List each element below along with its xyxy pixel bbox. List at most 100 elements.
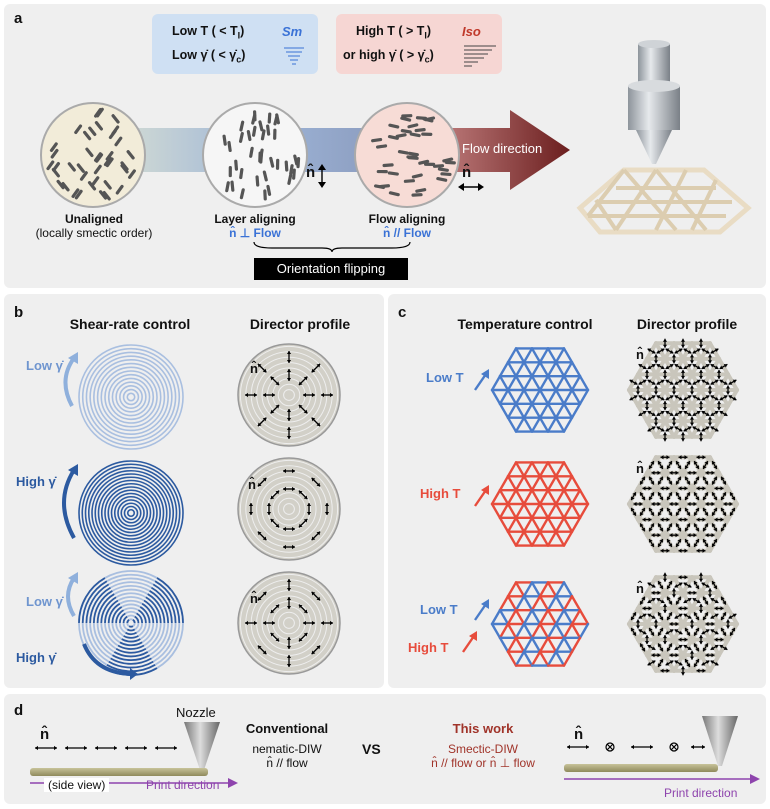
arrow-head [638,615,643,619]
arrow-head [680,438,686,442]
arrow-head [657,590,661,595]
arrow-head [668,600,673,605]
arrow-head [635,385,641,389]
arrow-head [648,465,653,469]
shear-arrow-3 [66,572,78,618]
arrow-head [689,385,695,389]
arrow-head [693,501,697,507]
arrow-head [298,637,303,642]
arrow-head [639,643,644,648]
spiral-arc [122,622,128,631]
lattice-edge [554,650,566,667]
spiral-arc [111,606,123,624]
director-symbol-d2: n̂ [574,726,584,743]
arrow-head [705,381,710,385]
arrow-head [678,582,683,587]
arrow-head [671,588,677,592]
lattice-edge [562,488,574,506]
disk-ring [277,497,301,521]
arrow-head [644,375,650,379]
lattice-edge [562,622,574,640]
arrow-head [303,376,308,381]
spiral-arc [137,622,147,637]
arrow-head [669,660,674,665]
arrow-head [666,486,670,491]
lattice-edge [554,388,566,406]
arrow-head [714,348,719,353]
arrow-head [698,407,704,411]
molecule [50,148,59,159]
spiral-arc [110,657,152,665]
arrow-head [686,663,691,667]
arrow-head [641,647,646,652]
arrow-head [669,533,673,538]
arrow-head [311,591,316,596]
arrow-head [678,410,683,415]
spiral-arc [152,583,177,624]
arrow-head [702,517,706,522]
lattice-edge [530,347,542,364]
arrow-head [648,496,653,501]
arrow-head [705,533,709,538]
arrow-head [689,354,695,358]
molecule [284,160,289,172]
lattice-edge [562,530,574,547]
lattice-edge [522,361,534,378]
legend-low-box [152,14,318,74]
arrow-head [689,619,695,623]
arrow-head [719,644,724,649]
arrow-head [648,476,653,481]
lattice-edge [490,388,502,406]
arrow-head [651,615,656,619]
lattice-edge [498,595,510,612]
arrow-head [653,619,659,623]
lattice-edge [578,388,590,406]
arrow-head [669,349,674,354]
arrow-head [728,615,733,619]
arrow-head [316,596,321,601]
arrow-head [659,647,664,652]
lattice-edge [530,502,542,520]
arrow-head [144,745,147,751]
arrow-head [668,512,673,516]
arrow-head [684,637,688,642]
arrow-head [657,533,661,538]
arrow-head [719,379,724,384]
arrow-head [648,606,652,611]
spiral-arc [152,622,177,663]
arrow-head [286,579,292,582]
molecule [120,161,129,171]
lattice-edge [562,650,574,667]
legend-high-box [336,14,502,74]
lattice-edge [546,650,558,667]
arrow-head [689,416,695,420]
lattice-edge [522,502,534,520]
arrow-head [647,661,652,666]
spiral-ring [94,476,168,550]
spiral-ring [81,347,181,447]
arrow-head [696,348,701,353]
lattice-edge [546,402,558,419]
spiral-ring [78,460,184,566]
arrow-head [707,385,713,389]
lattice-edge [538,374,550,392]
arrow-head [683,379,688,384]
arrow-head [659,539,664,543]
arrow-head [692,412,697,416]
arrow-head [648,517,652,522]
arrow-head [648,539,653,543]
panel-b-label: b [14,304,24,321]
arrow-head [586,744,589,750]
arrow-head [666,465,671,469]
arrow-head [720,627,725,632]
arrow-head [695,496,700,501]
arrow-head [716,407,722,411]
molecule [415,188,427,193]
arrow-head [257,596,262,601]
molecule [239,120,245,132]
row-label-high-shear-2: High γ̇ [16,650,56,665]
arrow-head [657,501,661,507]
arrow-head [286,588,292,591]
molecule [436,176,448,182]
arrow-head [684,465,689,469]
